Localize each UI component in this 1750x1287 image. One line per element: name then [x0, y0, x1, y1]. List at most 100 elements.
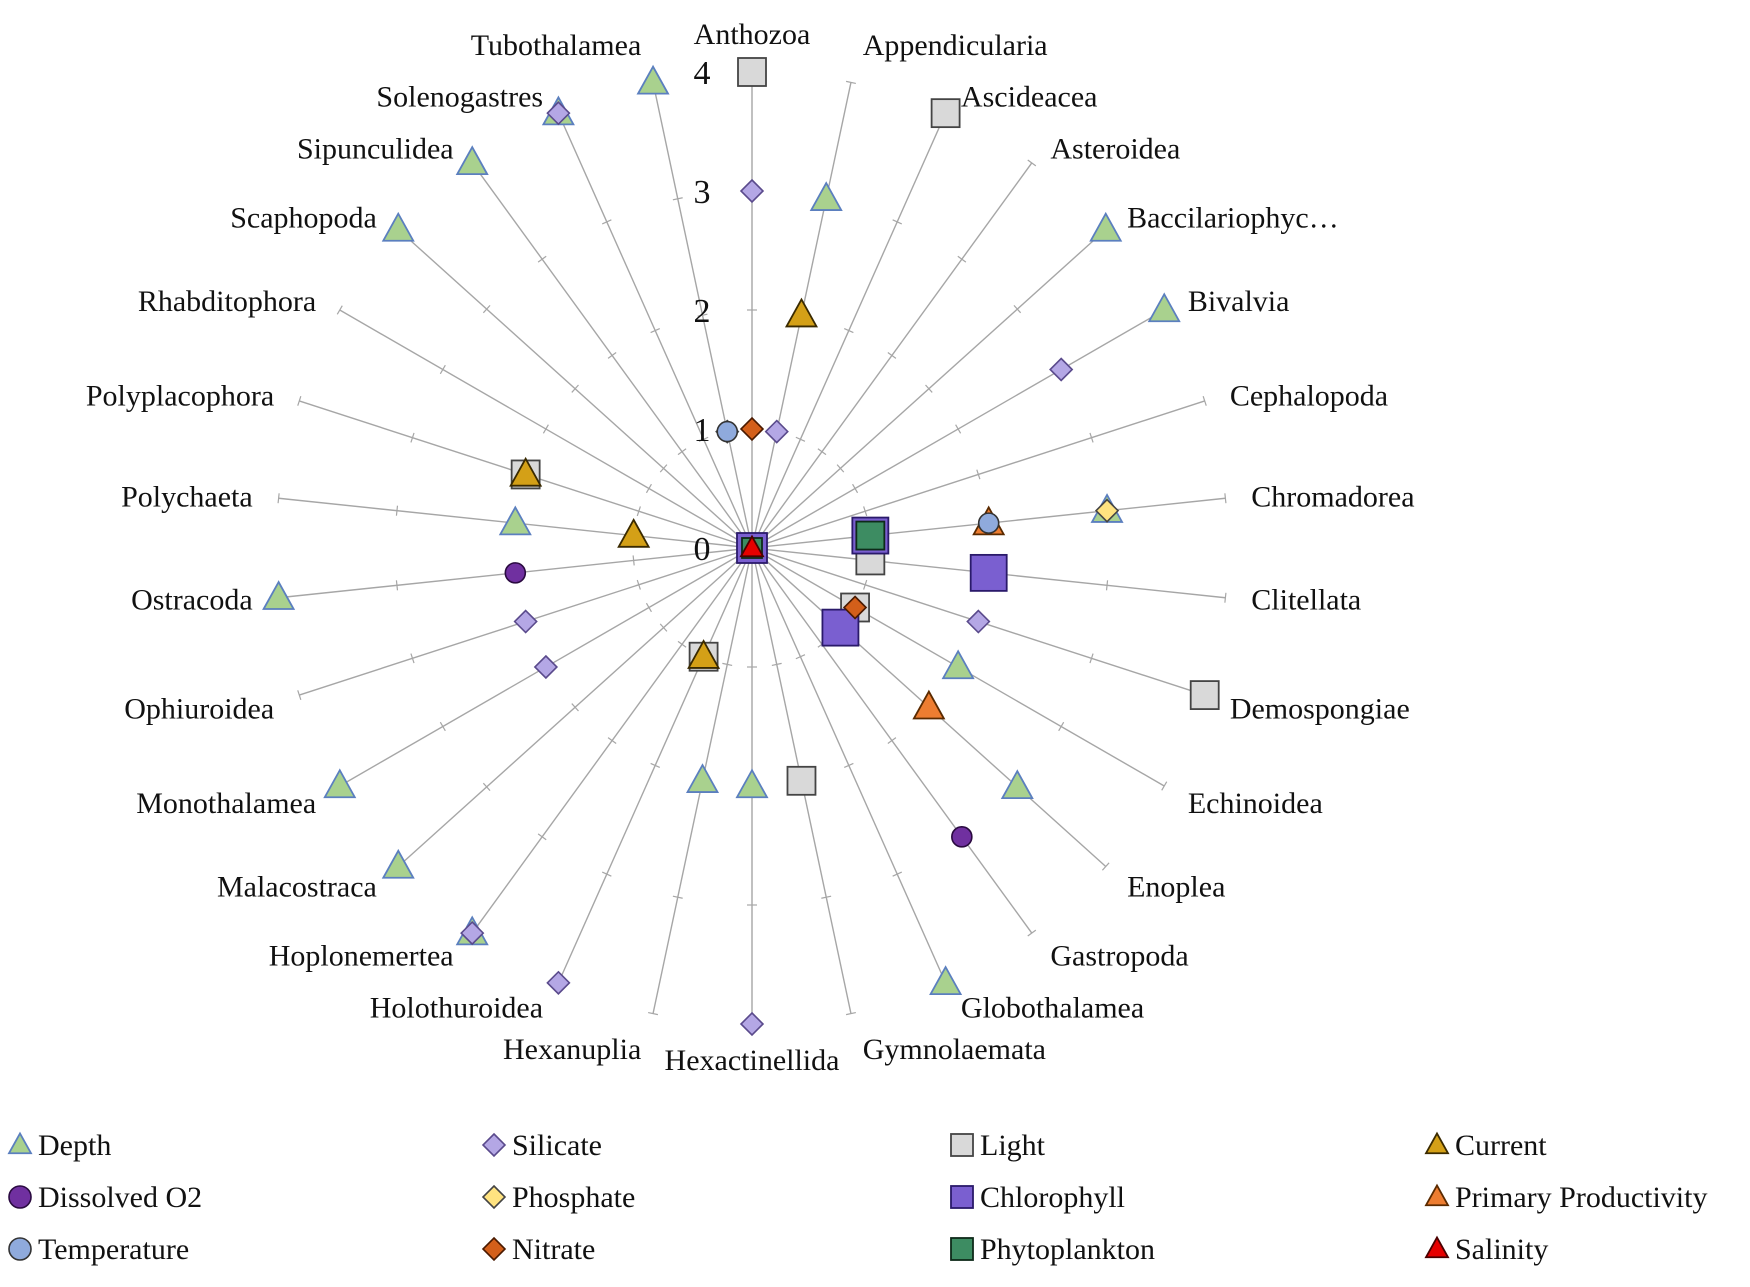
axis-tick	[672, 895, 683, 899]
category-label-bivalvia: Bivalvia	[1188, 285, 1290, 318]
category-label-polychaeta: Polychaeta	[121, 480, 253, 513]
axis-tick	[843, 327, 854, 334]
marker-current-polychaeta	[617, 517, 651, 548]
category-label-cephalopoda: Cephalopoda	[1230, 379, 1388, 412]
axis-tick	[892, 219, 903, 225]
axis-tick	[1013, 305, 1022, 314]
marker-depth-echinoidea	[941, 649, 975, 680]
legend-marker-phytoplankton	[950, 1237, 974, 1261]
legend-marker-phosphate	[481, 1184, 507, 1210]
axis-tick	[659, 464, 668, 473]
category-label-demospongiae: Demospongiae	[1230, 693, 1410, 726]
category-label-asteroidea: Asteroidea	[1050, 132, 1180, 165]
axis-tick	[698, 436, 709, 442]
marker-silicate-appendicularia	[764, 419, 789, 444]
legend-label-temperature: Temperature	[38, 1233, 189, 1266]
legend-item-dissolved-o2: Dissolved O2	[8, 1181, 202, 1214]
category-label-echinoidea: Echinoidea	[1188, 787, 1323, 820]
category-label-ascideacea: Ascideacea	[961, 81, 1098, 114]
axis-tick	[542, 424, 549, 434]
category-label-gymnolaemata: Gymnolaemata	[863, 1033, 1046, 1066]
marker-depth-hexanuplia	[685, 763, 720, 793]
marker-depth-malacostraca	[381, 848, 415, 879]
legend-item-depth: Depth	[7, 1129, 111, 1162]
legend-item-current: Current	[1424, 1129, 1547, 1162]
marker-silicate-holothuroidea	[546, 970, 571, 995]
axis-tick	[697, 313, 708, 317]
legend-marker-depth	[7, 1131, 33, 1155]
category-label-solenogastres: Solenogastres	[376, 81, 543, 114]
axis-tick	[297, 395, 302, 406]
axis-tick	[636, 579, 641, 590]
marker-silicate-demospongiae	[966, 609, 991, 634]
marker-dissolved-o2-ostracoda	[504, 562, 527, 584]
axis-tick	[601, 219, 612, 225]
marker-silicate-hoplonemertea	[460, 920, 485, 946]
legend-marker-current	[1424, 1131, 1450, 1155]
axis-tick	[1027, 159, 1037, 167]
axis-tick	[863, 506, 868, 517]
axis-tick	[632, 555, 635, 566]
legend-label-dissolved-o2: Dissolved O2	[38, 1181, 202, 1214]
marker-depth-hexactinellida	[735, 768, 769, 799]
legend-marker-nitrate	[481, 1236, 507, 1262]
axis-tick	[659, 623, 668, 632]
category-label-monothalamea: Monothalamea	[136, 787, 316, 820]
marker-temperature-chromadorea	[977, 512, 1000, 534]
legend-marker-light	[950, 1133, 974, 1157]
legend-item-chlorophyll: Chlorophyll	[950, 1181, 1125, 1214]
category-label-polyplacophora: Polyplacophora	[86, 379, 274, 412]
radial-tick-label: 3	[694, 174, 711, 211]
category-label-hexanuplia: Hexanuplia	[503, 1033, 641, 1066]
category-label-anthozoa: Anthozoa	[694, 18, 811, 51]
legend-label-primary-productivity: Primary Productivity	[1455, 1181, 1707, 1214]
axis-tick	[925, 384, 933, 393]
axis-tick	[1224, 592, 1227, 603]
radial-tick-label: 0	[694, 531, 711, 568]
axis-tick	[795, 654, 806, 660]
category-label-baccilariophyc: Baccilariophyc…	[1127, 201, 1339, 234]
axis-tick	[672, 197, 683, 201]
marker-depth-ostracoda	[262, 580, 296, 610]
legend-label-depth: Depth	[38, 1129, 111, 1162]
marker-silicate-monothalamea	[533, 654, 559, 680]
legend-item-nitrate: Nitrate	[481, 1233, 595, 1266]
axis-tick	[607, 737, 617, 744]
axis-tick	[976, 469, 981, 480]
axis-tick	[817, 448, 827, 456]
axis-tick	[410, 653, 415, 664]
legend-label-phosphate: Phosphate	[512, 1181, 635, 1214]
axis-tick	[887, 737, 897, 744]
center-marker-salinity	[739, 534, 765, 558]
marker-current-holothuroidea	[687, 639, 721, 669]
axis-tick	[1202, 395, 1207, 406]
legend-label-light: Light	[980, 1129, 1046, 1162]
marker-depth-enoplea	[1000, 769, 1034, 800]
axis-tick	[677, 448, 687, 456]
axis-tick	[336, 305, 343, 315]
axis-tick	[410, 432, 415, 443]
marker-light-gymnolaemata	[786, 765, 817, 796]
axis-tick	[843, 762, 854, 769]
category-label-sipunculidea: Sipunculidea	[297, 132, 454, 165]
radial-tick-label: 2	[694, 293, 711, 330]
marker-light-demospongiae	[1189, 680, 1220, 710]
axis-tick	[795, 436, 806, 442]
legend-marker-silicate	[481, 1132, 507, 1158]
axis-tick	[650, 762, 661, 769]
marker-nitrate-echinoidea	[842, 595, 868, 620]
category-label-scaphopoda: Scaphopoda	[230, 201, 377, 234]
axis-tick	[892, 871, 903, 877]
marker-depth-bivalvia	[1147, 292, 1181, 323]
category-label-chromadorea: Chromadorea	[1251, 480, 1414, 513]
marker-depth-globothalamea	[929, 965, 963, 995]
marker-phytoplankton-chromadorea	[855, 520, 886, 551]
axis-tick	[439, 721, 446, 732]
legend-item-primary-productivity: Primary Productivity	[1424, 1181, 1707, 1214]
axis-tick	[1101, 862, 1110, 871]
category-label-ophiuroidea: Ophiuroidea	[124, 693, 274, 726]
axis-tick	[537, 833, 547, 841]
axis-tick	[1089, 653, 1094, 664]
